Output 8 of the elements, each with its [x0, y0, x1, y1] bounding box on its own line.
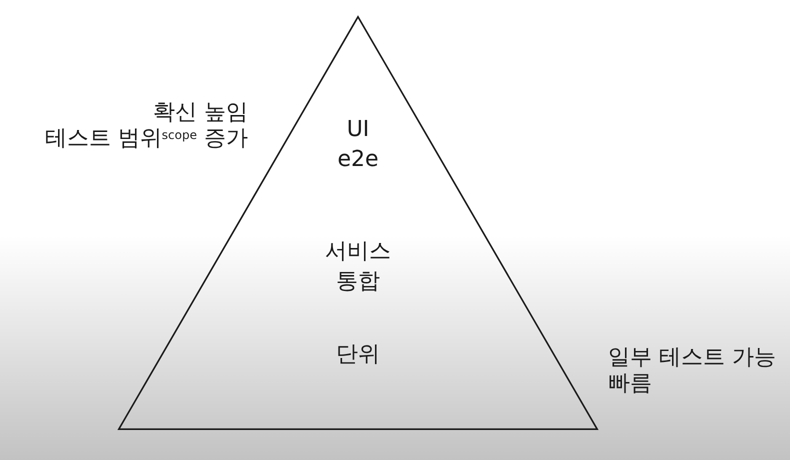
annotation-text: 일부 테스트 가능 [608, 345, 776, 371]
annotation-text: 테스트 범위$^{scope}$ 증가 [44, 126, 248, 152]
layer-label: 단위 [336, 341, 380, 369]
pyramid-triangle [118, 16, 598, 430]
layer-label: UI e2e [337, 116, 379, 174]
layer-label: 서비스 통합 [325, 238, 391, 296]
annotation-text: 확신 높임 [153, 100, 248, 126]
annotation-text: 빠름 [608, 371, 652, 397]
